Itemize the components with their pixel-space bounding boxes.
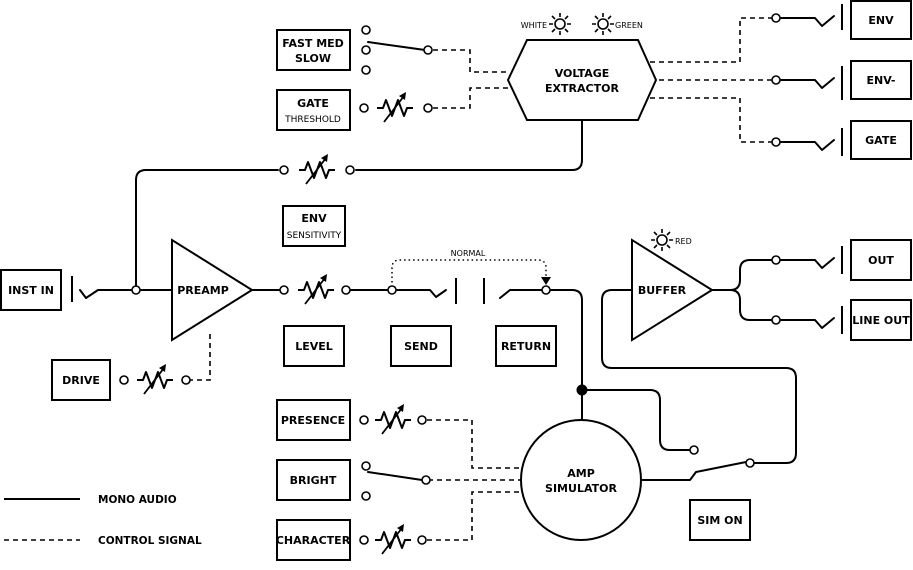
preamp-label: PREAMP (177, 284, 229, 297)
line-out-label: LINE OUT (852, 314, 910, 327)
out-box: OUT (850, 239, 912, 281)
bright-switch-lever (367, 471, 423, 481)
extractor-label: EXTRACTOR (545, 82, 619, 95)
env-sensitivity-label: ENV (301, 212, 327, 225)
legend-control-signal-label: CONTROL SIGNAL (98, 535, 202, 547)
presence-pot-icon (374, 403, 412, 435)
control-line-threshold (433, 87, 508, 109)
audio-line-buffer-out (711, 259, 773, 291)
control-line-presence (418, 419, 522, 469)
env-sensitivity-box: ENV SENSITIVITY (282, 205, 346, 247)
speed-switch-lever (367, 41, 426, 51)
env-out-label: ENV (868, 14, 894, 27)
drive-pot-icon (136, 363, 174, 395)
gate-out-label: GATE (865, 134, 897, 147)
send-box: SEND (390, 325, 452, 367)
character-label: CHARACTER (276, 534, 351, 547)
sensitivity-label: SENSITIVITY (287, 231, 342, 241)
character-pot-icon (374, 523, 412, 555)
buffer-label: BUFFER (638, 284, 687, 297)
green-led-icon (591, 12, 615, 36)
gate-control-label: GATE (297, 97, 329, 110)
level-pot-icon (297, 273, 335, 305)
audio-line-env-sidechain-left (135, 169, 279, 287)
control-line-speed (433, 49, 508, 73)
audio-line-dry-branch (581, 389, 691, 451)
audio-line-return-jack (499, 289, 544, 299)
drive-box: DRIVE (51, 359, 111, 401)
audio-line-return-down (550, 289, 583, 421)
jack-bars (71, 4, 843, 334)
legend-mono-audio-label: MONO AUDIO (98, 494, 177, 506)
voltage-extractor-block: VOLTAGE EXTRACTOR (506, 39, 658, 121)
env-minus-out-label: ENV- (867, 74, 896, 87)
buffer-block: BUFFER (631, 238, 714, 342)
speed-switch-box: FAST MED SLOW (276, 29, 351, 71)
out-label: OUT (868, 254, 894, 267)
audio-line-env-jack (780, 15, 835, 27)
white-led-label: WHITE (521, 21, 547, 30)
simulator-label: SIMULATOR (545, 482, 617, 495)
audio-line-env-sidechain (355, 119, 583, 171)
audio-line-send-jack (396, 289, 447, 298)
line-out-box: LINE OUT (850, 299, 912, 341)
threshold-label: THRESHOLD (284, 115, 341, 125)
audio-line-amp-out (639, 461, 747, 481)
audio-line-sim-on-out (601, 289, 797, 464)
red-led-icon (650, 228, 674, 252)
white-led-icon (548, 12, 572, 36)
env-minus-out-box: ENV- (850, 60, 912, 100)
bright-label: BRIGHT (290, 474, 337, 487)
character-box: CHARACTER (276, 519, 351, 561)
slow-label: SLOW (295, 52, 331, 65)
sim-on-label: SIM ON (697, 514, 742, 527)
presence-box: PRESENCE (276, 399, 351, 441)
gate-out-box: GATE (850, 120, 912, 160)
preamp-block: PREAMP (171, 238, 254, 342)
bright-box: BRIGHT (276, 459, 351, 501)
threshold-pot-icon (376, 91, 414, 123)
legend: MONO AUDIO CONTROL SIGNAL (4, 494, 202, 547)
normal-label: NORMAL (451, 249, 486, 258)
control-line-character (418, 491, 522, 541)
inst-in-label: INST IN (8, 284, 54, 297)
return-box: RETURN (495, 325, 557, 367)
level-box: LEVEL (283, 325, 345, 367)
red-led-label: RED (675, 237, 692, 246)
audio-line-gate-jack (780, 139, 835, 151)
presence-label: PRESENCE (281, 414, 345, 427)
connection-nodes (119, 13, 781, 545)
audio-line-env-minus-jack (780, 77, 835, 89)
drive-label: DRIVE (62, 374, 100, 387)
voltage-label: VOLTAGE (555, 67, 610, 80)
green-led-label: GREEN (615, 21, 643, 30)
amp-label: AMP (567, 467, 595, 480)
audio-line-line-out-jack (780, 317, 835, 329)
control-line-drive (188, 330, 211, 381)
level-label: LEVEL (295, 340, 333, 353)
control-line-gate-out (650, 97, 775, 143)
env-sensitivity-pot-icon (298, 153, 336, 185)
normal-arrow-icon (541, 277, 551, 285)
audio-line-input (79, 289, 132, 299)
fast-med-label: FAST MED (282, 37, 344, 50)
gate-threshold-box: GATE THRESHOLD (276, 89, 351, 131)
return-label: RETURN (501, 340, 551, 353)
audio-line-buffer-line-out (729, 289, 773, 321)
sim-on-box: SIM ON (689, 499, 751, 541)
audio-line-out-jack (780, 257, 835, 269)
normal-link (391, 259, 547, 287)
inst-in-box: INST IN (0, 269, 62, 311)
send-label: SEND (404, 340, 438, 353)
control-line-env-out (650, 17, 775, 63)
env-out-box: ENV (850, 0, 912, 40)
amp-simulator-block: AMP SIMULATOR (520, 419, 642, 541)
